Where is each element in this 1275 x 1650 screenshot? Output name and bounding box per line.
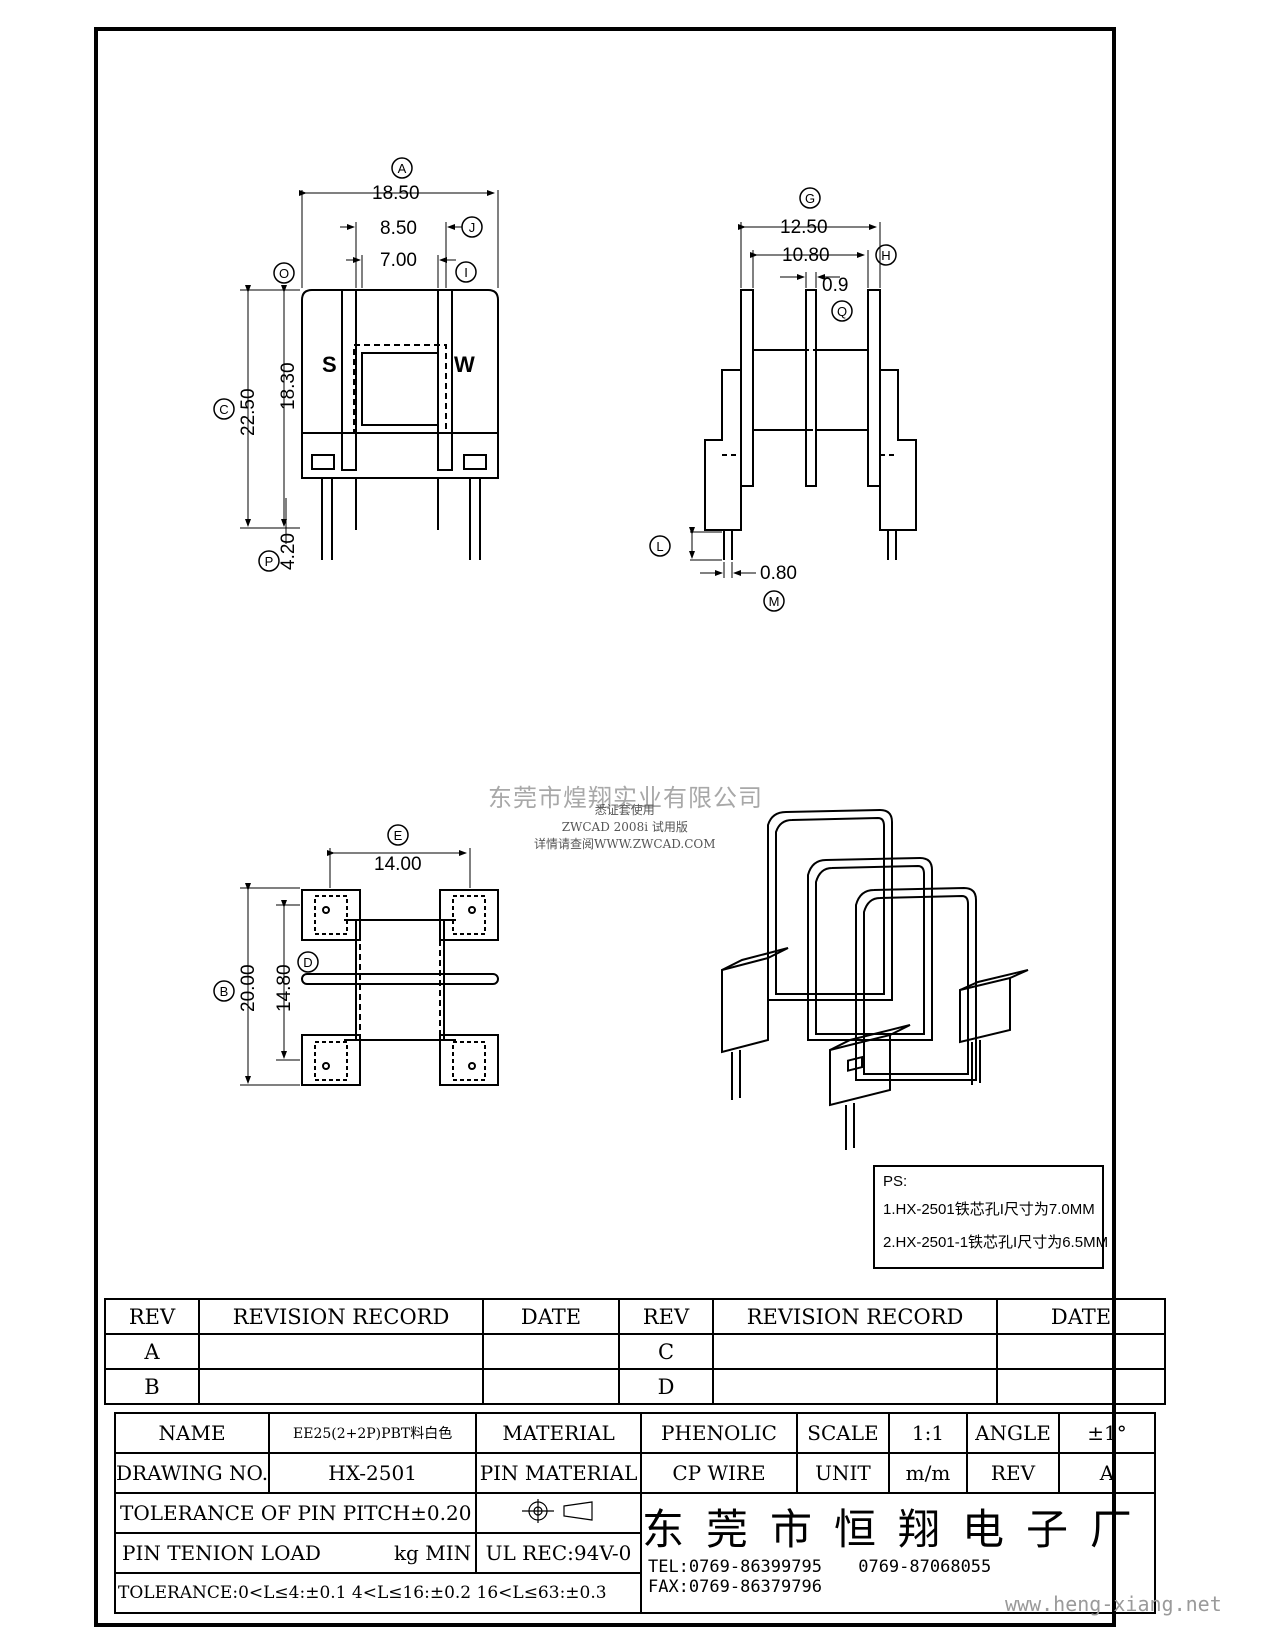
pin-load-cell: PIN TENION LOAD kg MIN	[113, 1532, 478, 1574]
bubble-m: M	[763, 590, 785, 612]
bottom-view	[301, 889, 499, 1086]
watermark-company: 东莞市煌翔实业有限公司	[488, 785, 763, 812]
company-tel-2: 0769-87068055	[858, 1557, 992, 1577]
first-angle-projection-icon	[521, 1498, 593, 1523]
pin-mark-s: S	[322, 352, 337, 377]
svg-text:B: B	[220, 984, 229, 999]
revision-record-header: REVISION RECORD	[198, 1298, 484, 1335]
svg-text:A: A	[398, 161, 407, 176]
ps-note: PS: 1.HX-2501铁芯孔I尺寸为7.0MM 2.HX-2501-1铁芯孔…	[873, 1165, 1109, 1269]
bubble-c: C	[213, 398, 235, 420]
svg-text:M: M	[769, 594, 780, 609]
bubble-d: D	[297, 951, 319, 973]
date-header-2: DATE	[996, 1298, 1166, 1335]
bubble-l: L	[649, 535, 671, 557]
bubble-a: A	[391, 157, 413, 179]
rev-row-a: A	[104, 1333, 200, 1370]
svg-text:L: L	[656, 539, 663, 554]
ps-line-2: 2.HX-2501-1铁芯孔I尺寸为6.5MM	[883, 1234, 1109, 1251]
name-value: EE25(2+2P)PBT料白色	[268, 1412, 478, 1454]
svg-text:C: C	[219, 402, 228, 417]
company-name: 东莞市恒翔电子厂	[641, 1505, 1154, 1554]
dim-m: 0.80	[760, 563, 797, 584]
bubble-q: Q	[831, 300, 853, 322]
scale-value: 1:1	[887, 1412, 968, 1454]
company-fax: FAX:0769-86379796	[647, 1577, 822, 1597]
pin-load-unit: kg MIN	[393, 1541, 472, 1565]
dim-g: 12.50	[780, 217, 828, 238]
general-tolerance: TOLERANCE:0<L≤4:±0.1 4<L≤16:±0.2 16<L≤63…	[114, 1572, 642, 1614]
revision-table: REV REVISION RECORD DATE REV REVISION RE…	[104, 1298, 1166, 1405]
scale-label: SCALE	[795, 1412, 890, 1454]
front-view	[301, 289, 499, 560]
bubble-i: I	[455, 261, 477, 283]
pin-material-value: CP WIRE	[639, 1452, 798, 1494]
drawing-no-value: HX-2501	[268, 1452, 478, 1494]
side-view	[704, 289, 917, 560]
date-header: DATE	[482, 1298, 620, 1335]
bubble-b: B	[213, 980, 235, 1002]
unit-value: m/m	[887, 1452, 968, 1494]
dim-p: 4.20	[278, 533, 299, 570]
svg-text:J: J	[469, 220, 476, 235]
dim-q: 0.9	[822, 275, 848, 296]
title-block: NAME EE25(2+2P)PBT料白色 MATERIAL PHENOLIC …	[113, 1412, 1157, 1614]
rev-row-c: C	[618, 1333, 714, 1370]
ps-line-1: 1.HX-2501铁芯孔I尺寸为7.0MM	[883, 1201, 1095, 1218]
company-block: 东莞市恒翔电子厂 TEL:0769-86399795 0769-87068055…	[639, 1492, 1157, 1614]
pin-load-label: PIN TENION LOAD	[122, 1541, 321, 1565]
bubble-p: P	[258, 550, 280, 572]
dim-e: 14.00	[374, 854, 422, 875]
pin-material-label: PIN MATERIAL	[475, 1452, 642, 1494]
material-label: MATERIAL	[475, 1412, 642, 1454]
svg-text:D: D	[303, 955, 312, 970]
watermark-zwcad: 悉证套使用 ZWCAD 2008i 试用版 详情请查阅WWW.ZWCAD.COM	[534, 803, 716, 851]
dim-b: 20.00	[238, 964, 259, 1012]
bubble-g: G	[799, 187, 821, 209]
revision-record-header-2: REVISION RECORD	[712, 1298, 998, 1335]
bubble-o: O	[273, 262, 295, 284]
rev-row-b: B	[104, 1368, 200, 1405]
svg-text:P: P	[265, 554, 274, 569]
bubble-h: H	[875, 244, 897, 266]
rev-row-d: D	[618, 1368, 714, 1405]
dim-h: 10.80	[782, 245, 830, 266]
rev-header-2: REV	[618, 1298, 714, 1335]
svg-text:Q: Q	[837, 304, 847, 319]
bubble-j: J	[461, 216, 483, 238]
ul-rating: UL REC:94V-0	[475, 1532, 642, 1574]
svg-text:O: O	[279, 266, 289, 281]
projection-symbol	[475, 1492, 642, 1534]
svg-text:E: E	[394, 828, 403, 843]
dim-o: 18.30	[278, 362, 299, 410]
rev-value: A	[1057, 1452, 1157, 1494]
angle-label: ANGLE	[965, 1412, 1060, 1454]
dim-j: 8.50	[380, 218, 417, 239]
svg-text:I: I	[464, 265, 468, 280]
watermark-site: www.heng-xiang.net	[1005, 1592, 1222, 1616]
tolerance-pin-pitch: TOLERANCE OF PIN PITCH±0.20	[113, 1492, 478, 1534]
rev-label: REV	[965, 1452, 1060, 1494]
svg-text:H: H	[881, 248, 890, 263]
ps-title: PS:	[883, 1173, 908, 1190]
svg-text:G: G	[805, 191, 815, 206]
drawing-no-label: DRAWING NO.	[113, 1452, 271, 1494]
bubble-e: E	[387, 824, 409, 846]
rev-header: REV	[104, 1298, 200, 1335]
angle-value: ±1°	[1057, 1412, 1157, 1454]
dim-d: 14.80	[274, 964, 295, 1012]
drawing-frame	[94, 27, 1116, 1627]
dim-c: 22.50	[238, 388, 259, 436]
dim-i: 7.00	[380, 250, 417, 271]
dim-a: 18.50	[372, 183, 420, 204]
company-tel: TEL:0769-86399795	[647, 1557, 822, 1577]
material-value: PHENOLIC	[639, 1412, 798, 1454]
pin-mark-w: W	[454, 352, 475, 377]
unit-label: UNIT	[795, 1452, 890, 1494]
name-label: NAME	[113, 1412, 271, 1454]
isometric-view	[721, 808, 1029, 1150]
